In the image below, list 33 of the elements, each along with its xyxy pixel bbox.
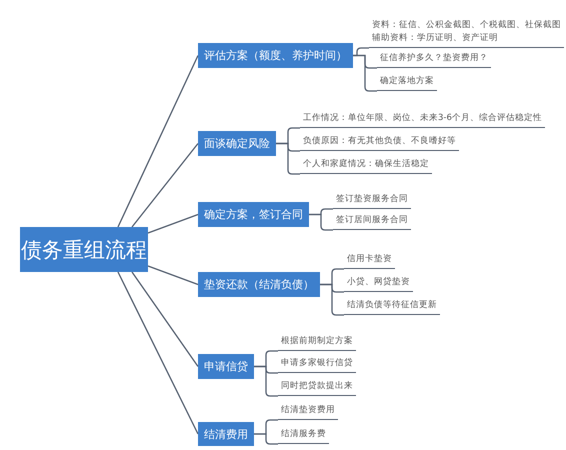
topic-box: 垫资还款（结清负债）: [198, 272, 320, 297]
subtopic-text: 结清垫资费用: [278, 402, 338, 420]
connector-line: [309, 214, 333, 231]
subtopic-text: 签订垫资服务合同: [333, 191, 411, 209]
connector-line: [117, 55, 199, 228]
topic-box: 申请信贷: [198, 354, 254, 379]
topic-box: 面谈确定风险: [198, 131, 276, 156]
subtopic-text: 同时把贷款提出来: [278, 378, 356, 396]
connector-line: [117, 272, 199, 434]
subtopic-text: 签订居间服务合同: [333, 212, 411, 230]
connector-line: [148, 265, 198, 286]
subtopic-text: 负债原因：有无其他负债、不良嗜好等: [300, 133, 459, 151]
subtopic-text: 结清服务费: [278, 426, 329, 444]
topic-box: 结清费用: [198, 422, 254, 446]
subtopic-underline: [369, 17, 564, 48]
subtopic-text: 征信养护多久？垫资费用？: [377, 50, 491, 68]
subtopic-text: 申请多家银行信贷: [278, 355, 356, 373]
connector-line: [131, 272, 199, 367]
subtopic-text: 信用卡垫资: [344, 251, 395, 269]
subtopic-text: 工作情况：单位年限、岗位、未来3-6个月、综合评估稳定性: [300, 110, 545, 128]
subtopic-text: 确定落地方案: [377, 73, 437, 91]
connector-line: [132, 143, 198, 228]
connector-line: [148, 214, 198, 234]
subtopic-text: 个人和家庭情况：确保生活稳定: [300, 156, 432, 174]
subtopic-text: 小贷、网贷垫资: [344, 274, 413, 292]
topic-box: 确定方案，签订合同: [198, 202, 309, 227]
subtopic-text: 结清负债等待征信更新: [344, 297, 440, 315]
subtopic-text: 辅助资料：学历证明、资产证明: [372, 32, 499, 45]
subtopic-text: 资料：征信、公积金截图、个税截图、社保截图: [372, 19, 561, 32]
topic-box: 评估方案（额度、养护时间）: [198, 43, 353, 68]
subtopic-text: 根据前期制定方案: [278, 333, 356, 351]
root-topic-box: 债务重组流程: [20, 227, 148, 272]
connector-line: [254, 433, 278, 445]
